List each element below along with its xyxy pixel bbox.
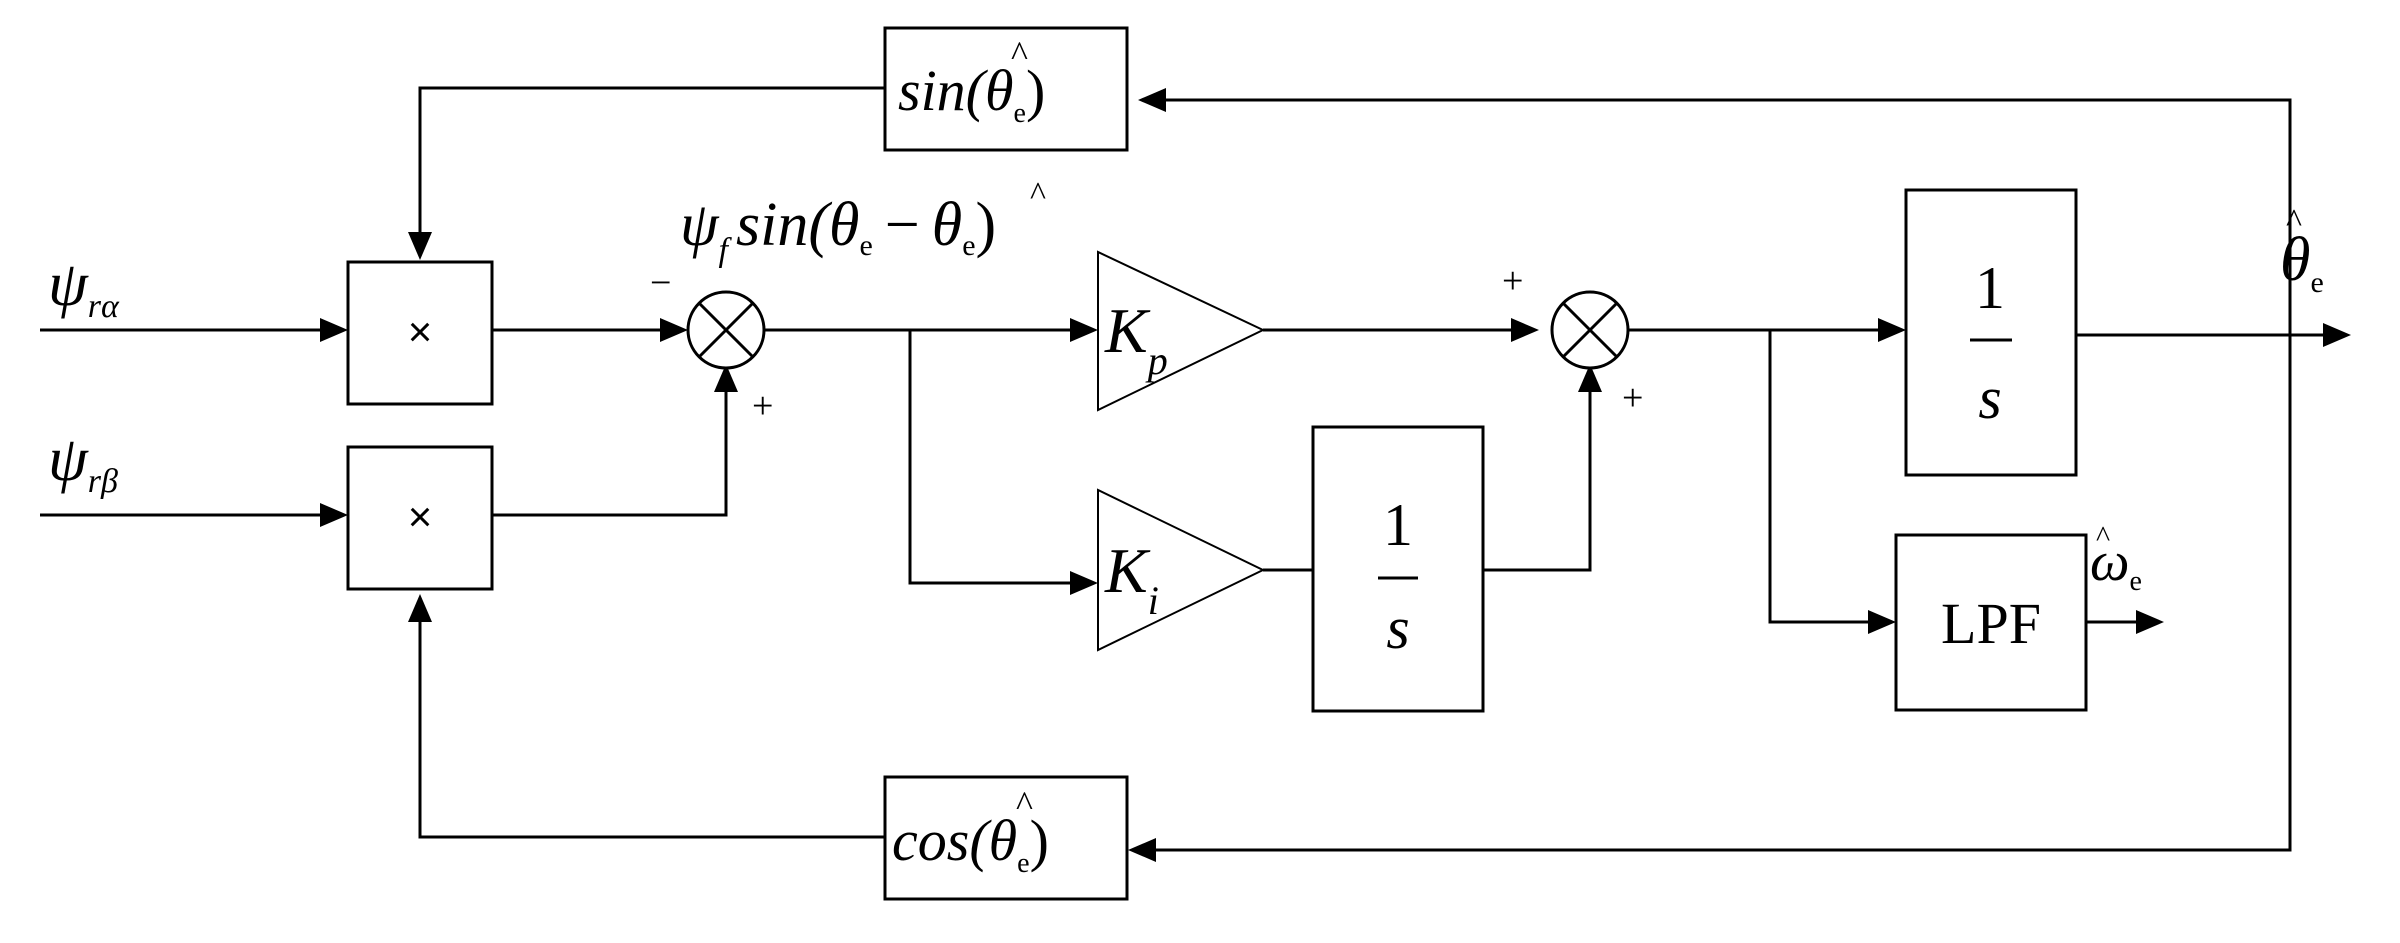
arrow-lpf-in (1868, 610, 1896, 634)
wire-split-to-ki (908, 330, 1082, 585)
wire-sin-to-mult (418, 86, 885, 238)
omega-out-var: ω (2090, 531, 2130, 593)
cos-close-text: ) (1030, 808, 1049, 873)
summing-junction-2 (1550, 290, 1630, 370)
svg-text:ωe: ωe (2090, 531, 2142, 597)
svg-text:θe: θe (2280, 226, 2324, 299)
psi-alpha-base: ψ (48, 248, 89, 319)
sin-close-text: ) (1026, 58, 1045, 123)
error-psi: ψ (680, 191, 720, 259)
ki-base: K (1104, 535, 1151, 606)
theta-output-label: θe ^ (2280, 203, 2324, 299)
cos-theta-sub: e (1017, 848, 1029, 879)
arrow-sum2-left (1511, 318, 1539, 342)
sum1-plus-sign: + (752, 385, 773, 427)
error-theta-hat-sub: e (962, 229, 975, 262)
sum2-plus-left: + (1502, 260, 1523, 302)
wire-mult-bottom-to-sum1 (492, 390, 728, 517)
arrow-cos-in (1128, 838, 1156, 862)
wire-split-to-lpf (1768, 330, 1880, 624)
error-hat: ^ (1030, 176, 1046, 213)
kp-gain-block: Kp (1097, 250, 1266, 412)
theta-out-hat: ^ (2286, 203, 2302, 240)
lpf-block: LPF (1894, 533, 2088, 712)
theta-integrator-num: 1 (1975, 255, 2005, 321)
error-fn: sin( (736, 191, 832, 259)
svg-text:Kp: Kp (1104, 295, 1168, 383)
theta-out-var: θ (2280, 226, 2310, 294)
theta-integrator-den: s (1978, 365, 2001, 431)
multiplier-top: × (346, 260, 494, 406)
theta-integrator-block: 1 s (1904, 188, 2078, 477)
svg-text:cos(θe): cos(θe) (892, 808, 1049, 879)
svg-text:sin(θe): sin(θe) (898, 58, 1045, 129)
arrow-mult-bottom (408, 594, 432, 622)
error-close: ) (976, 191, 997, 259)
ki-sub: i (1148, 578, 1159, 623)
error-theta-hat: θ (932, 191, 962, 259)
psi-beta-sub: rβ (88, 463, 118, 500)
psi-beta-base: ψ (48, 423, 89, 494)
sin-theta-sub: e (1014, 98, 1026, 129)
arrow-theta-out (2323, 323, 2351, 347)
cos-hat: ^ (1016, 784, 1033, 824)
arrow-sum1-bottom (714, 364, 738, 392)
arrow-omega-out (2136, 610, 2164, 634)
cos-theta-text: θ (989, 808, 1018, 873)
omega-out-hat: ^ (2096, 520, 2110, 553)
error-theta-sub: e (859, 229, 872, 262)
wire-feedback-sin (1158, 98, 2292, 335)
omega-output-label: ωe ^ (2090, 520, 2142, 597)
sin-theta-text: θ (985, 58, 1014, 123)
error-psi-sub: f (719, 232, 733, 269)
svg-text:Ki: Ki (1104, 535, 1159, 623)
arrow-sum1-left (660, 318, 688, 342)
omega-out-sub: e (2130, 566, 2142, 597)
psi-beta-label: ψrβ (48, 423, 118, 500)
psi-alpha-sub: rα (88, 288, 120, 325)
sin-fn-text: sin( (898, 58, 989, 123)
kp-base: K (1104, 295, 1151, 366)
ki-gain-block: Ki (1097, 488, 1266, 652)
ki-integrator-num: 1 (1383, 492, 1413, 558)
kp-sub: p (1145, 338, 1168, 383)
wire-feedback-cos (1148, 335, 2292, 852)
lpf-label: LPF (1941, 591, 2041, 656)
signal-wires (40, 86, 2351, 862)
sin-block: sin(θe) ^ (883, 26, 1129, 152)
summing-junction-1 (686, 290, 766, 370)
arrow-sum2-bottom (1578, 364, 1602, 392)
cos-fn-text: cos( (892, 808, 992, 873)
theta-out-sub: e (2310, 266, 2323, 299)
arrow-sin-in (1138, 88, 1166, 112)
multiply-symbol-top: × (408, 308, 433, 355)
ki-integrator-block: 1 s (1311, 425, 1485, 713)
arrow-mult-top (408, 232, 432, 260)
sin-hat: ^ (1011, 34, 1028, 74)
arrow-psi-alpha (320, 318, 348, 342)
arrow-kp-in (1070, 318, 1098, 342)
sum2-plus-bottom: + (1622, 377, 1643, 419)
error-minus: − (885, 191, 920, 259)
sum1-minus-sign: − (650, 262, 671, 304)
multiply-symbol-bottom: × (408, 493, 433, 540)
arrow-psi-beta (320, 503, 348, 527)
cos-block: cos(θe) ^ (883, 775, 1129, 901)
multiplier-bottom: × (346, 445, 494, 591)
arrow-ki-in (1070, 571, 1098, 595)
arrow-integrator-in (1878, 318, 1906, 342)
ki-integrator-den: s (1386, 595, 1409, 661)
error-theta: θ (829, 191, 859, 259)
psi-alpha-label: ψrα (48, 248, 120, 325)
wire-cos-to-mult (418, 615, 885, 839)
wire-integrator-to-sum2 (1483, 390, 1592, 572)
